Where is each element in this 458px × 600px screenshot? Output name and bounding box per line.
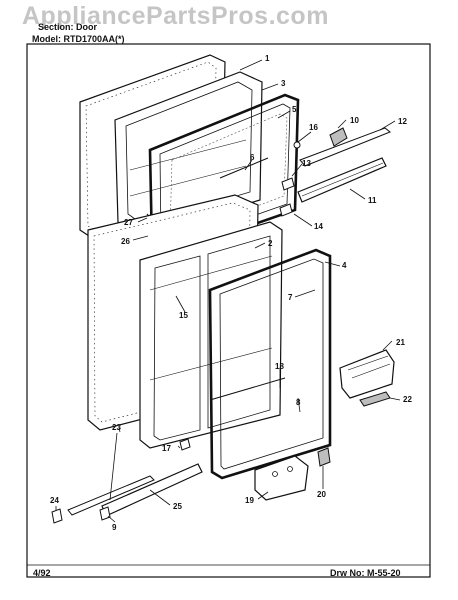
- callout-7: 7: [288, 293, 293, 302]
- callout-1: 1: [265, 54, 270, 63]
- part-23-trim-strip: [67, 475, 155, 516]
- callout-19: 19: [245, 496, 254, 505]
- section-title: Section: Door: [38, 22, 98, 32]
- callout-4: 4: [342, 261, 347, 270]
- callout-22: 22: [403, 395, 412, 404]
- callout-24: 24: [50, 496, 59, 505]
- footer-drawing-number: Drw No: M-55-20: [330, 568, 401, 578]
- callout-15: 15: [179, 311, 188, 320]
- callout-25: 25: [173, 502, 182, 511]
- callout-2: 2: [268, 239, 273, 248]
- part-14-end-cap: [279, 203, 293, 217]
- callout-27: 27: [124, 218, 133, 227]
- callout-21: 21: [396, 338, 405, 347]
- callout-14: 14: [314, 222, 323, 231]
- part-13-end-cap: [281, 177, 295, 191]
- footer-date: 4/92: [33, 568, 51, 578]
- callout-6: 6: [250, 153, 255, 162]
- callout-5: 5: [292, 105, 297, 114]
- part-10-hinge-cover: [329, 127, 348, 147]
- callout-11: 11: [368, 196, 377, 205]
- callout-13: 13: [302, 159, 311, 168]
- part-20-bracket: [317, 447, 331, 467]
- callout-17: 17: [162, 444, 171, 453]
- callout-12: 12: [398, 117, 407, 126]
- part-22-hinge: [359, 391, 391, 407]
- callout-20: 20: [317, 490, 326, 499]
- frame-border: [26, 43, 431, 578]
- fresh-food-gasket: [208, 248, 332, 480]
- part-16-screw: [293, 141, 301, 152]
- callout-8: 8: [296, 398, 301, 407]
- part-12-trim-strip: [299, 127, 391, 167]
- part-21-dairy-door: [339, 349, 395, 399]
- callout-16: 16: [309, 123, 318, 132]
- part-18-shelf-strip: [209, 377, 286, 401]
- callout-9: 9: [112, 523, 117, 532]
- part-17-clip: [179, 438, 191, 451]
- callout-26: 26: [121, 237, 130, 246]
- part-11-handle: [297, 157, 387, 203]
- model-title: Model: RTD1700AA(*): [32, 34, 125, 44]
- callout-18: 18: [275, 362, 284, 371]
- part-24-end-cap: [51, 508, 63, 524]
- callout-10: 10: [350, 116, 359, 125]
- callout-23: 23: [112, 423, 121, 432]
- leader-lines: [55, 59, 401, 523]
- callout-3: 3: [281, 79, 286, 88]
- watermark: AppliancePartsPros.com: [22, 2, 329, 30]
- part-19-bin: [254, 455, 309, 501]
- part-9-end-cap: [99, 506, 111, 521]
